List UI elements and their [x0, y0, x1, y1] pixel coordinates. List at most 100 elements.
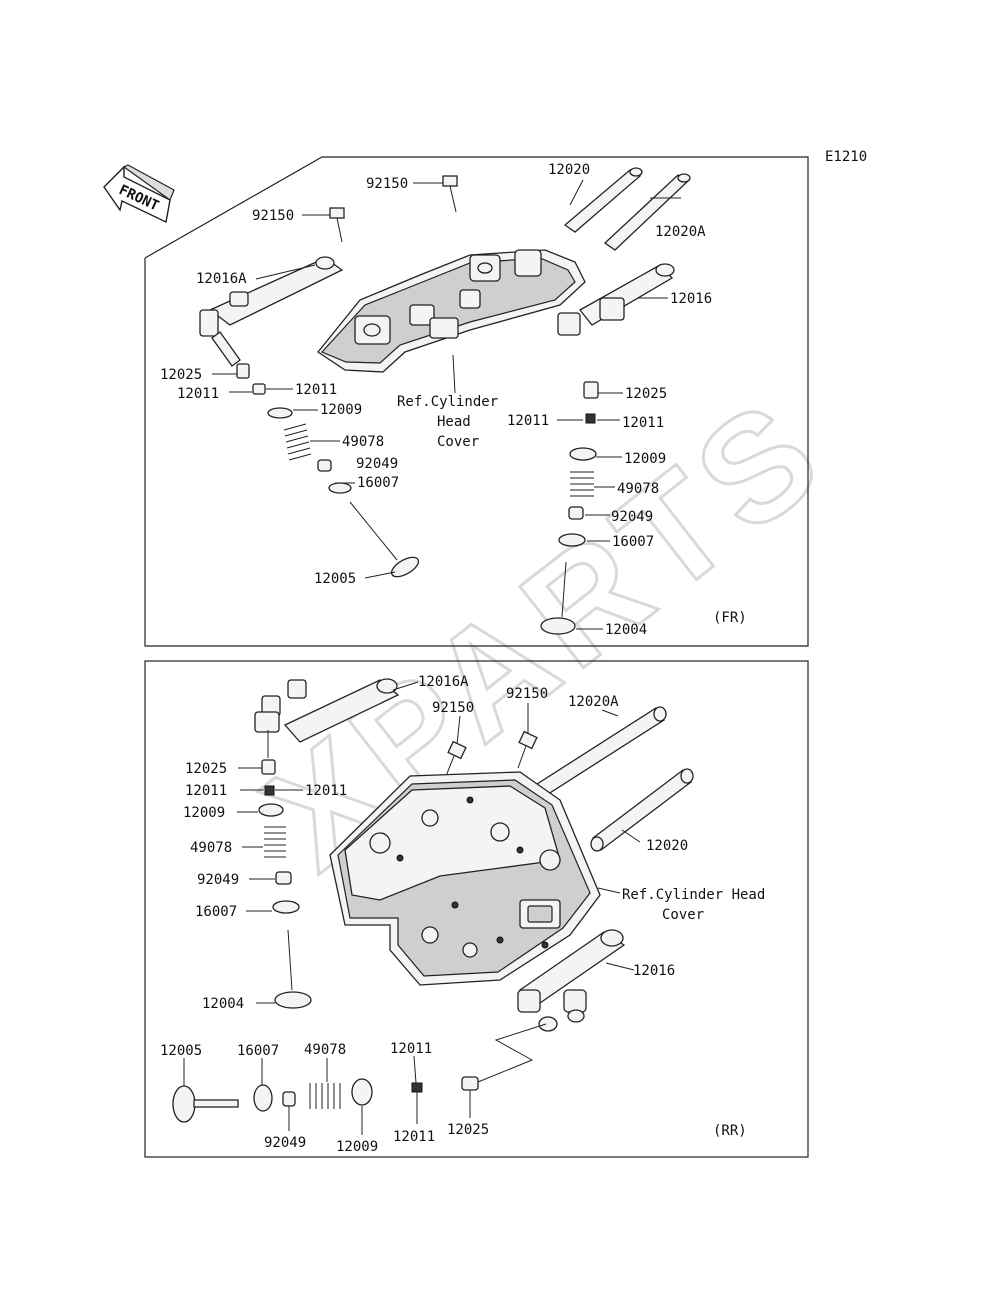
- rr-left-valve-train: [258, 759, 312, 1009]
- rr-label-12020: 12020: [646, 838, 688, 854]
- rr-label-49078-b: 49078: [304, 1042, 346, 1058]
- fr-label-12016a: 12016A: [196, 271, 247, 287]
- rr-ref-line-1: Ref.Cylinder Head: [622, 887, 765, 903]
- fr-spring-49078-r: [570, 471, 594, 497]
- fr-label-92150-a: 92150: [366, 176, 408, 192]
- fr-view-frame: [144, 156, 809, 647]
- fr-label-49078-l: 49078: [342, 434, 384, 450]
- fr-label-12025-r: 12025: [625, 386, 667, 402]
- fr-seat-16007-l: [328, 482, 352, 494]
- fr-label-49078-r: 49078: [617, 481, 659, 497]
- rr-spring-49078-l: [264, 826, 286, 858]
- fr-label-12011-r2: 12011: [622, 415, 664, 431]
- rr-label-12011-b2: 12011: [393, 1129, 435, 1145]
- rr-label-92049-b: 92049: [264, 1135, 306, 1151]
- rr-valve-12005-head: [172, 1085, 196, 1123]
- rr-spring-49078-b: [309, 1083, 341, 1109]
- fr-adjuster-12025-r: [583, 381, 599, 399]
- fr-label-12011-l2: 12011: [295, 382, 337, 398]
- fr-label-12016: 12016: [670, 291, 712, 307]
- rr-valve-12005-stem: [193, 1099, 239, 1108]
- fr-ref-line-3: Cover: [437, 434, 479, 450]
- fr-label-16007-l: 16007: [357, 475, 399, 491]
- fr-rocker-shaft-12020: [563, 167, 643, 233]
- rr-label-12004: 12004: [202, 996, 244, 1012]
- rr-label-12025-l: 12025: [185, 761, 227, 777]
- rr-retainer-12009-l: [258, 803, 284, 817]
- fr-label-12011-r1: 12011: [507, 413, 549, 429]
- rr-cylinder-head-cover: [329, 771, 601, 986]
- rr-label-12009-b: 12009: [336, 1139, 378, 1155]
- rr-adjuster-12025-b: [461, 1076, 479, 1091]
- fr-rocker-arm-12016a: [199, 256, 344, 367]
- fr-label-12020a: 12020A: [655, 224, 706, 240]
- rr-label-12011-l1: 12011: [185, 783, 227, 799]
- rr-label-12011-l2: 12011: [305, 783, 347, 799]
- fr-leader-lines: [212, 179, 681, 630]
- rr-adjuster-12025-l: [261, 759, 276, 775]
- fr-ref-line-2: Head: [437, 414, 471, 430]
- fr-seat-16007-r: [558, 533, 586, 547]
- fr-retainer-12009-l: [267, 407, 293, 419]
- fr-ref-line-1: Ref.Cylinder: [397, 394, 498, 410]
- fr-label-12005: 12005: [314, 571, 356, 587]
- rr-rocker-arm-12016a: [254, 678, 400, 758]
- rr-bolt-92150-b: [517, 730, 538, 769]
- fr-label-12011-l1: 12011: [177, 386, 219, 402]
- rr-view-label: (RR): [713, 1123, 747, 1139]
- rr-bottom-valve-train: [172, 1023, 547, 1123]
- fr-label-12025-l: 12025: [160, 367, 202, 383]
- fr-adjuster-12025-l: [236, 363, 250, 379]
- fr-label-12009-r: 12009: [624, 451, 666, 467]
- front-arrow-icon: FRONT: [103, 164, 175, 224]
- rr-valve-12004: [274, 929, 312, 1009]
- rr-label-12025-b: 12025: [447, 1122, 489, 1138]
- rr-nut-12011-b: [411, 1082, 423, 1093]
- rr-label-16007-b: 16007: [237, 1043, 279, 1059]
- rr-seal-92049-b: [282, 1091, 296, 1107]
- fr-label-12020: 12020: [548, 162, 590, 178]
- fr-label-12004: 12004: [605, 622, 647, 638]
- fr-bolt-92150-b: [442, 175, 458, 213]
- fr-label-92049-r: 92049: [611, 509, 653, 525]
- rr-label-12016a: 12016A: [418, 674, 469, 690]
- rr-retainer-12009-b: [351, 1078, 373, 1106]
- fr-label-16007-r: 16007: [612, 534, 654, 550]
- fr-retainer-12009-r: [569, 447, 597, 461]
- fr-right-valve-train: [540, 381, 599, 635]
- rr-label-49078-l: 49078: [190, 840, 232, 856]
- fr-nut-12011-r: [585, 413, 596, 424]
- rr-rocker-arm-12016: [517, 929, 626, 1032]
- fr-label-92150-b: 92150: [252, 208, 294, 224]
- rr-label-12009-l: 12009: [183, 805, 225, 821]
- fr-view-label: (FR): [713, 610, 747, 626]
- rr-label-92150-a: 92150: [432, 700, 474, 716]
- rr-nut-12011-l: [264, 785, 275, 796]
- rr-seat-16007-b: [253, 1084, 273, 1112]
- page-code: E1210: [825, 149, 867, 165]
- rr-leader-lines: [183, 681, 641, 1135]
- rr-seat-16007-l: [272, 900, 300, 914]
- fr-seal-92049-l: [317, 459, 332, 472]
- rr-label-12020a: 12020A: [568, 694, 619, 710]
- fr-valve-12004: [540, 561, 576, 635]
- fr-valve-12005: [349, 501, 420, 578]
- rr-label-12005-b: 12005: [160, 1043, 202, 1059]
- fr-spring-49078-l: [283, 423, 312, 461]
- rr-label-16007-l: 16007: [195, 904, 237, 920]
- rr-label-12011-b1: 12011: [390, 1041, 432, 1057]
- rr-rocker-shaft-12020: [590, 768, 694, 852]
- rr-label-92049-l: 92049: [197, 872, 239, 888]
- fr-label-92049-l: 92049: [356, 456, 398, 472]
- rr-ref-line-2: Cover: [662, 907, 704, 923]
- rr-label-12016: 12016: [633, 963, 675, 979]
- fr-rocker-arm-12016: [557, 263, 675, 336]
- fr-seal-92049-r: [568, 506, 584, 520]
- fr-bolt-92150-a: [329, 207, 345, 243]
- fr-cylinder-head-cover: [317, 249, 586, 373]
- fr-nut-12011-l: [252, 383, 266, 395]
- rr-bolt-92150-a: [445, 740, 467, 777]
- rr-view-frame: [144, 660, 809, 1158]
- rr-seal-92049-l: [275, 871, 292, 885]
